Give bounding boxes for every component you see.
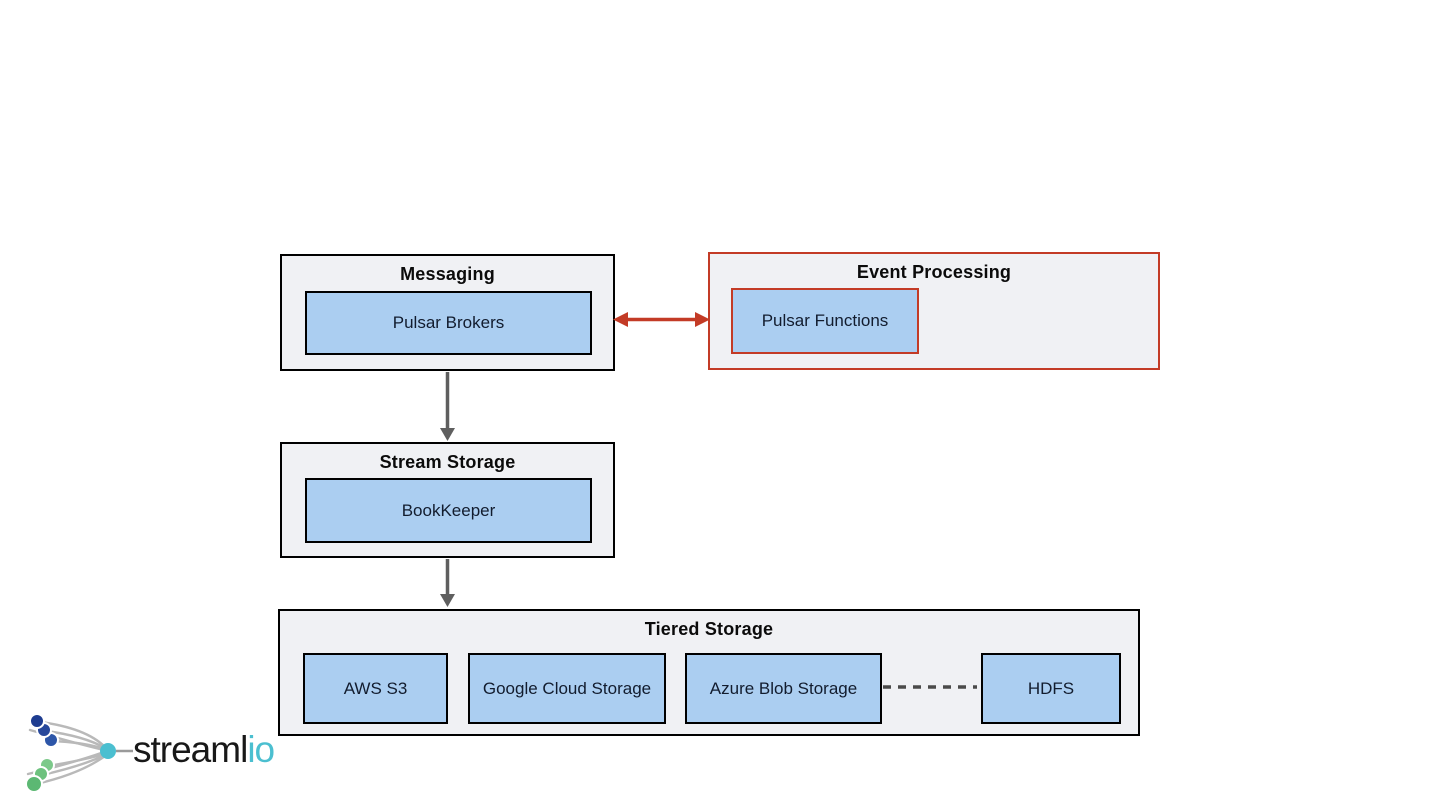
node-aws-s3: AWS S3 — [303, 653, 448, 724]
group-title-tiered-storage: Tiered Storage — [644, 619, 774, 639]
node-azure-blob-storage: Azure Blob Storage — [685, 653, 882, 724]
connector-arrow-messaging-stream-storage — [440, 372, 455, 441]
group-event-processing: Event Processing Pulsar Functions — [708, 252, 1160, 370]
group-messaging: Messaging Pulsar Brokers — [280, 254, 615, 371]
logo-hub-dot — [100, 743, 116, 759]
group-title-messaging: Messaging — [400, 264, 495, 284]
connector-red-double-arrow — [613, 312, 710, 327]
streamlio-logo: streamlio — [16, 700, 316, 804]
node-bookkeeper: BookKeeper — [305, 478, 592, 543]
logo-green-dots — [25, 757, 55, 793]
connector-arrow-stream-storage-tiered-storage — [440, 559, 455, 607]
group-title-stream-storage: Stream Storage — [379, 452, 516, 472]
node-hdfs: HDFS — [981, 653, 1121, 724]
logo-text-accent: io — [247, 729, 275, 770]
logo-wordmark: streamlio — [133, 729, 275, 771]
node-pulsar-brokers: Pulsar Brokers — [305, 291, 592, 355]
group-title-event-processing: Event Processing — [856, 262, 1012, 282]
streamlio-logo-mark — [25, 713, 133, 793]
logo-text-main: streaml — [133, 729, 248, 770]
logo-blue-dots — [29, 713, 59, 748]
group-tiered-storage: Tiered Storage AWS S3 Google Cloud Stora… — [278, 609, 1140, 736]
node-google-cloud-storage: Google Cloud Storage — [468, 653, 666, 724]
node-pulsar-functions: Pulsar Functions — [731, 288, 919, 354]
group-stream-storage: Stream Storage BookKeeper — [280, 442, 615, 558]
